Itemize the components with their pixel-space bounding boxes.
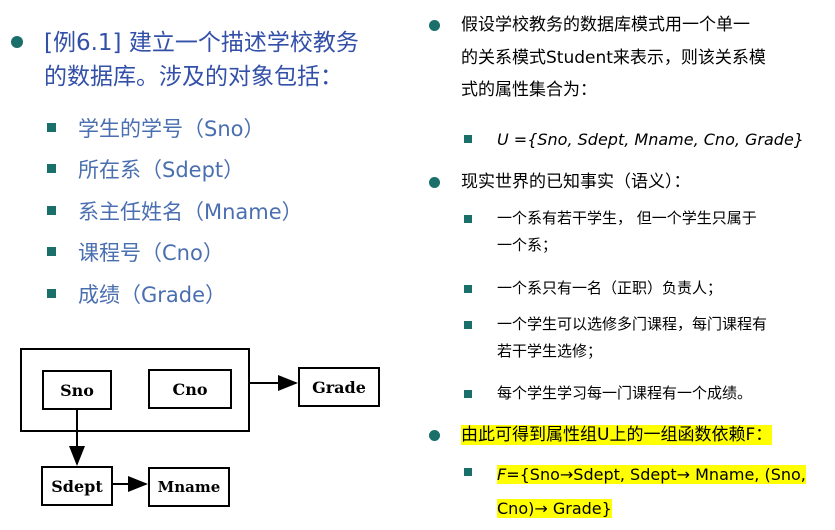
object-item-4: 课程号（Cno） (78, 241, 224, 265)
grade-box: Grade (298, 367, 380, 407)
schema-paragraph: 假设学校教务的数据库模式用一个单一 的关系模式Student来表示，则该关系模 … (461, 11, 766, 104)
dependency-heading: 由此可得到属性组U上的一组函数依赖F： (461, 425, 773, 445)
square-bullet-icon (464, 285, 472, 293)
square-bullet-icon (464, 390, 472, 398)
schema-line-1: 假设学校教务的数据库模式用一个单一 (461, 15, 750, 35)
mname-box: Mname (148, 467, 230, 507)
composite-key-box (20, 348, 250, 432)
bullet-icon (429, 177, 440, 188)
intro-line-2: 的数据库。涉及的对象包括： (44, 64, 343, 90)
bullet-icon (429, 430, 440, 441)
schema-line-3: 式的属性集合为： (461, 80, 597, 100)
object-item-3: 系主任姓名（Mname） (78, 200, 303, 224)
square-bullet-icon (464, 321, 472, 329)
square-bullet-icon (464, 215, 472, 223)
square-bullet-icon (47, 206, 56, 215)
fact-2: 一个系只有一名（正职）负责人； (497, 279, 723, 297)
dependency-line-1: ={Sno→Sdept, Sdept→ Mname, (Sno, (506, 465, 806, 484)
schema-line-2: 的关系模式Student来表示，则该关系模 (461, 48, 766, 68)
dependency-set: F={Sno→Sdept, Sdept→ Mname, (Sno, Cno)→ … (497, 465, 806, 518)
square-bullet-icon (47, 247, 56, 256)
semantics-heading: 现实世界的已知事实（语义）： (461, 172, 691, 192)
intro-line-1: [例6.1] 建立一个描述学校教务 (44, 30, 359, 56)
square-bullet-icon (47, 123, 56, 132)
sdept-box: Sdept (41, 466, 113, 506)
attribute-set: U ={Sno, Sdept, Mname, Cno, Grade} (497, 130, 804, 149)
square-bullet-icon (47, 164, 56, 173)
fact-1: 一个系有若干学生， 但一个学生只属于 一个系； (497, 209, 757, 254)
bullet-icon (11, 36, 23, 48)
square-bullet-icon (464, 135, 472, 143)
fact-3: 一个学生可以选修多门课程，每门课程有 若干学生选修； (497, 315, 768, 360)
square-bullet-icon (47, 289, 56, 298)
sno-box: Sno (42, 370, 112, 410)
cno-box: Cno (148, 369, 232, 409)
object-item-2: 所在系（Sdept） (78, 158, 245, 182)
square-bullet-icon (464, 468, 472, 476)
object-item-5: 成绩（Grade） (78, 283, 227, 307)
object-item-1: 学生的学号（Sno） (78, 117, 265, 141)
fact-4: 每个学生学习每一门课程有一个成绩。 (497, 384, 753, 402)
dependency-line-2: Cno)→ Grade} (497, 499, 612, 518)
intro-paragraph: [例6.1] 建立一个描述学校教务 的数据库。涉及的对象包括： (44, 26, 359, 94)
bullet-icon (429, 20, 440, 31)
